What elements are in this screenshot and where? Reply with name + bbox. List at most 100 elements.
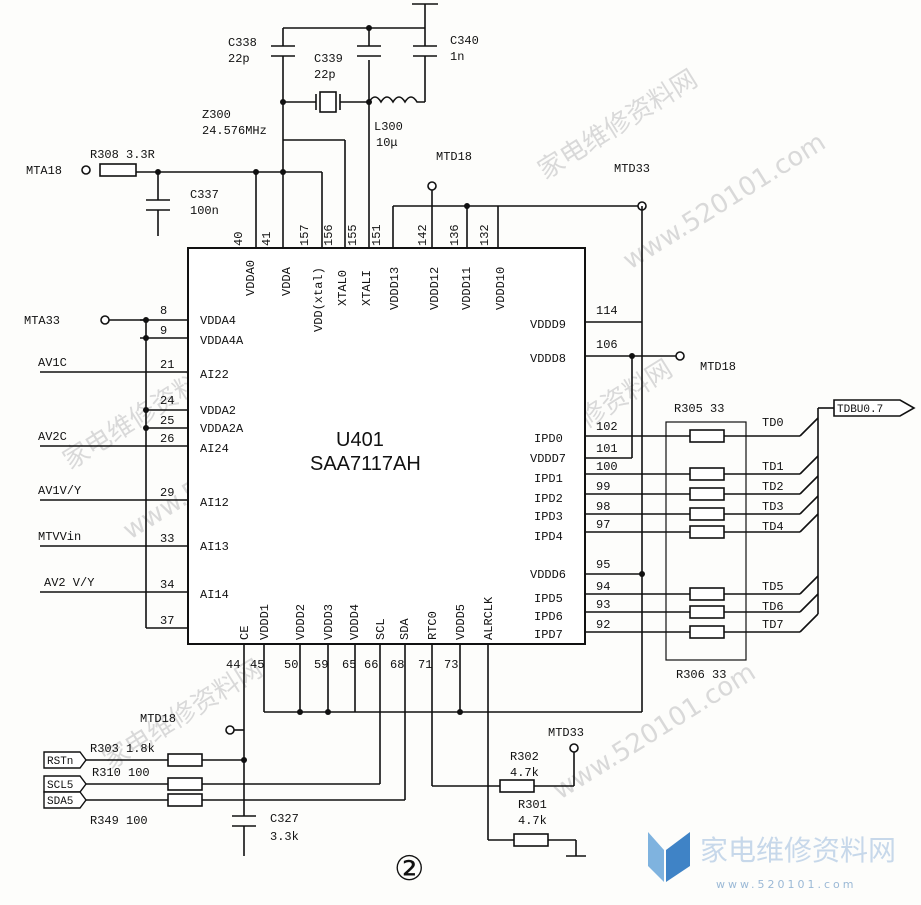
- pin-25-num: 25: [160, 414, 174, 428]
- c339-value: 22p: [314, 68, 336, 82]
- pin-156-name: XTAL0: [336, 270, 350, 306]
- pin-97-num: 97: [596, 518, 610, 532]
- pin-97-name: IPD4: [534, 530, 563, 544]
- r301-value: 4.7k: [518, 814, 547, 828]
- c337-value: 100n: [190, 204, 219, 218]
- r310-label: R310 100: [92, 766, 150, 780]
- pin-132-name: VDDD10: [494, 267, 508, 310]
- pin-21-name: AI22: [200, 368, 229, 382]
- pin-156-num: 156: [322, 224, 336, 246]
- pin-92-num: 92: [596, 618, 610, 632]
- pin-68-name: SDA: [398, 618, 412, 640]
- pin-29-name: AI12: [200, 496, 229, 510]
- r306-label: R306 33: [676, 668, 726, 682]
- pin-29-num: 29: [160, 486, 174, 500]
- pin-99-num: 99: [596, 480, 610, 494]
- input-av1vy: AV1V/Y: [38, 484, 81, 498]
- input-mta33: MTA33: [24, 314, 60, 328]
- pin-92-name: IPD7: [534, 628, 563, 642]
- pin-114-num: 114: [596, 304, 618, 318]
- chip-ref: U401: [336, 429, 384, 451]
- td1-label: TD1: [762, 460, 784, 474]
- pin-100-name: IPD1: [534, 472, 563, 486]
- signal-sda5: SDA5: [47, 796, 73, 808]
- pin-41-num: 41: [260, 232, 274, 246]
- rail-mtd18-top: MTD18: [436, 150, 472, 164]
- pin-ce-name: CE: [238, 626, 252, 640]
- pin-71-num: 71: [418, 658, 432, 672]
- signal-scl5: SCL5: [47, 780, 73, 792]
- pin-59-num: 59: [314, 658, 328, 672]
- td5-label: TD5: [762, 580, 784, 594]
- pin-157-num: 157: [298, 224, 312, 246]
- pin-142-num: 142: [416, 224, 430, 246]
- pin-65-num: 65: [342, 658, 356, 672]
- c340-label: C340: [450, 34, 479, 48]
- pin-68-num: 68: [390, 658, 404, 672]
- pin-9-num: 9: [160, 324, 167, 338]
- td2-label: TD2: [762, 480, 784, 494]
- pin-93-num: 93: [596, 598, 610, 612]
- pin-24-num: 24: [160, 394, 174, 408]
- pin-114-name: VDDD9: [530, 318, 566, 332]
- pin-9-name: VDDA4A: [200, 334, 244, 348]
- bus-label: TDBU0.7: [837, 404, 883, 416]
- input-mta18: MTA18: [26, 164, 62, 178]
- pin-40-name: VDDA0: [244, 260, 258, 296]
- l300-value: 10μ: [376, 136, 398, 150]
- z300-value: 24.576MHz: [202, 124, 267, 138]
- pin-25-name: VDDA2A: [200, 422, 244, 436]
- rail-mtd33-top: MTD33: [614, 162, 650, 176]
- pin-50-name: VDDD2: [294, 604, 308, 640]
- pin-73-name: VDDD5: [454, 604, 468, 640]
- input-mtvvin: MTVVin: [38, 530, 81, 544]
- c339-label: C339: [314, 52, 343, 66]
- pin-44-num: 44: [226, 658, 240, 672]
- site-logo: 家电维修资料网 www.520101.com: [648, 832, 896, 891]
- pin-106-num: 106: [596, 338, 618, 352]
- pin-41-name: VDDA: [280, 266, 294, 296]
- td7-label: TD7: [762, 618, 784, 632]
- pin-59-name: VDDD3: [322, 604, 336, 640]
- pin-21-num: 21: [160, 358, 174, 372]
- c327-label: C327: [270, 812, 299, 826]
- c327-value: 3.3k: [270, 830, 299, 844]
- td0-label: TD0: [762, 416, 784, 430]
- pin-132-num: 132: [478, 224, 492, 246]
- input-av2c: AV2C: [38, 430, 67, 444]
- pin-73-num: 73: [444, 658, 458, 672]
- pin-66-num: 66: [364, 658, 378, 672]
- c340-value: 1n: [450, 50, 464, 64]
- figure-number: ②: [394, 849, 424, 889]
- pin-33-name: AI13: [200, 540, 229, 554]
- c338-value: 22p: [228, 52, 250, 66]
- input-av1c: AV1C: [38, 356, 67, 370]
- pin-136-num: 136: [448, 224, 462, 246]
- pin-94-num: 94: [596, 580, 610, 594]
- logo-text: 家电维修资料网: [700, 834, 896, 867]
- logo-url: www.520101.com: [716, 878, 856, 891]
- pin-71-name: RTC0: [426, 611, 440, 640]
- pin-24-name: VDDA2: [200, 404, 236, 418]
- r308-label: R308 3.3R: [90, 148, 155, 162]
- c337-label: C337: [190, 188, 219, 202]
- pin-106-name: VDDD8: [530, 352, 566, 366]
- rail-mtd18-right: MTD18: [700, 360, 736, 374]
- pin-50-num: 50: [284, 658, 298, 672]
- r301-label: R301: [518, 798, 547, 812]
- crystal-section: [271, 3, 438, 172]
- watermark-top-url: www.520101.com: [618, 127, 831, 276]
- pin-33-num: 33: [160, 532, 174, 546]
- pin-101-num: 101: [596, 442, 618, 456]
- c338-label: C338: [228, 36, 257, 50]
- pin-136-name: VDDD11: [460, 267, 474, 310]
- chip-body: [187, 247, 586, 645]
- pin-65-name: VDDD4: [348, 604, 362, 640]
- top-pins: [81, 60, 647, 248]
- pin-94-name: IPD5: [534, 592, 563, 606]
- pin-45-num: 45: [250, 658, 264, 672]
- bottom-pins: [43, 644, 643, 857]
- pin-102-name: IPD0: [534, 432, 563, 446]
- td3-label: TD3: [762, 500, 784, 514]
